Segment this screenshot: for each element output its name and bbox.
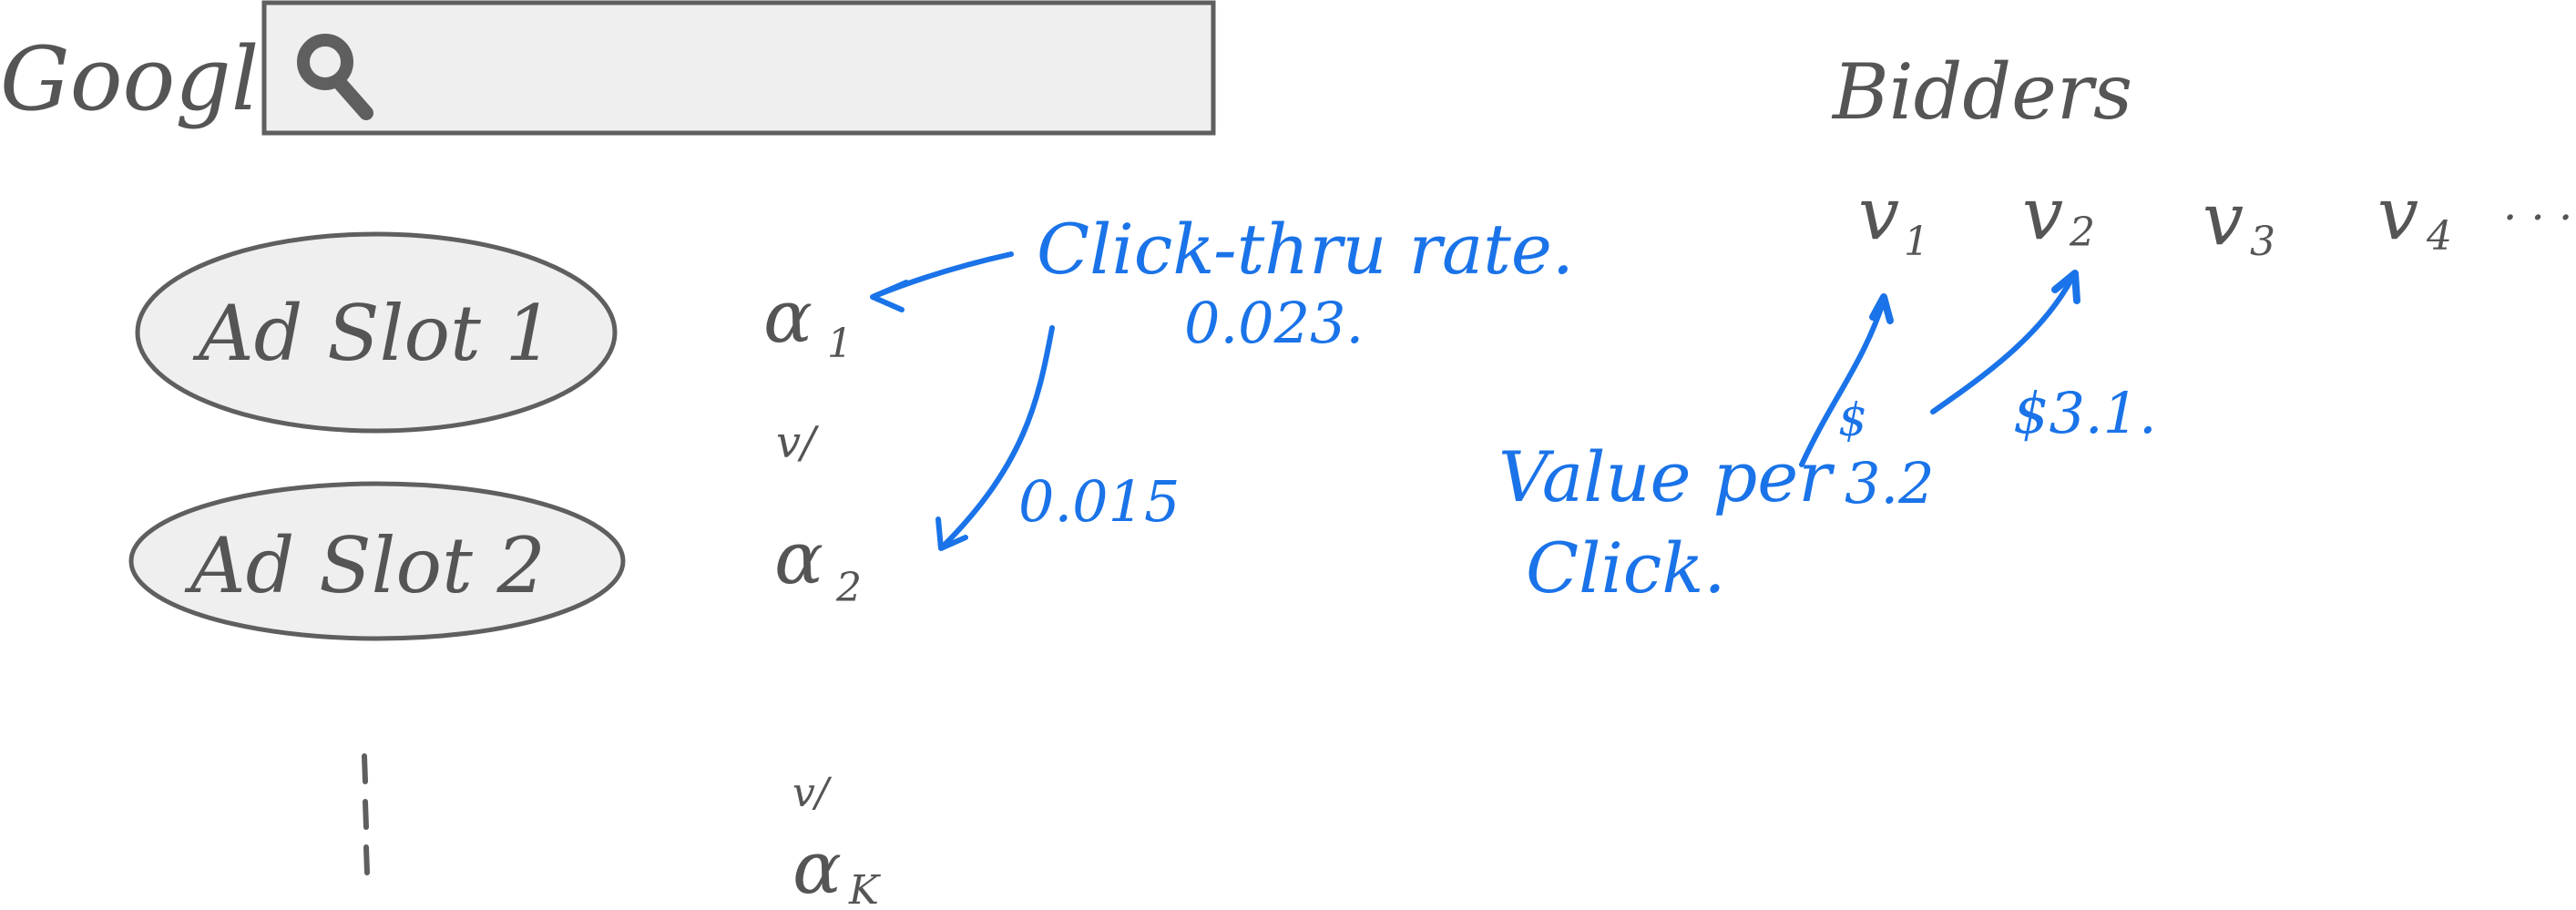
svg-text:4: 4 xyxy=(2426,213,2452,260)
ad-slot-1-label: Ad Slot 1 xyxy=(192,289,554,378)
bidders-heading: Bidders xyxy=(1831,47,2132,137)
svg-text:v: v xyxy=(1858,171,1899,256)
ad-slot-2: Ad Slot 2 xyxy=(128,481,626,641)
ctr-value-1: 0.023. xyxy=(1184,290,1364,356)
svg-text:v: v xyxy=(2203,177,2244,261)
alpha-k: α K xyxy=(792,825,881,910)
search-icon xyxy=(297,34,373,120)
svg-text:2: 2 xyxy=(2069,210,2095,256)
bidder-v1: v 1 xyxy=(1858,171,1929,265)
ctr-arrow-alpha-2 xyxy=(935,325,1055,551)
svg-text:v: v xyxy=(2377,171,2418,256)
svg-text:1: 1 xyxy=(1904,219,1929,265)
value-arrow-v2 xyxy=(1930,270,2080,414)
ctr-value-2: 0.015 xyxy=(1018,468,1181,535)
bidders-more: · · · xyxy=(2503,192,2572,243)
alpha-1: α 1 xyxy=(763,274,853,367)
bid-v2-amount: $3.1. xyxy=(2013,380,2157,446)
svg-text:1: 1 xyxy=(827,321,853,367)
search-input[interactable] xyxy=(261,0,1216,136)
bid-v1-amount: 3.2 xyxy=(1845,450,1935,516)
google-logo: Google xyxy=(0,28,311,130)
ad-slot-1: Ad Slot 1 xyxy=(135,231,618,434)
svg-text:3: 3 xyxy=(2250,219,2275,265)
value-per-click-line-1: Value per xyxy=(1498,436,1835,517)
bid-v1-currency: $ xyxy=(1838,394,1867,446)
search-bar[interactable] xyxy=(261,0,1216,136)
v-marker-low: v/ xyxy=(792,770,833,816)
svg-text:α: α xyxy=(774,516,823,600)
svg-text:α: α xyxy=(792,825,842,910)
ad-slot-2-label: Ad Slot 2 xyxy=(184,521,546,610)
v-marker-mid: v/ xyxy=(776,417,820,468)
svg-text:2: 2 xyxy=(835,565,862,611)
svg-text:K: K xyxy=(848,867,881,910)
value-arrow-v1 xyxy=(1799,293,1894,467)
svg-text:α: α xyxy=(763,274,813,359)
bidder-v2: v 2 xyxy=(2022,171,2095,256)
value-per-click-line-2: Click. xyxy=(1526,527,1726,608)
bidder-v4: v 4 xyxy=(2377,171,2452,260)
more-slots-ellipsis xyxy=(362,753,370,875)
svg-text:v: v xyxy=(2022,171,2063,256)
ctr-label: Click-thru rate. xyxy=(1037,209,1574,290)
bidder-v3: v 3 xyxy=(2203,177,2275,265)
alpha-2: α 2 xyxy=(774,516,862,611)
ctr-arrow-alpha-1 xyxy=(870,251,1014,312)
